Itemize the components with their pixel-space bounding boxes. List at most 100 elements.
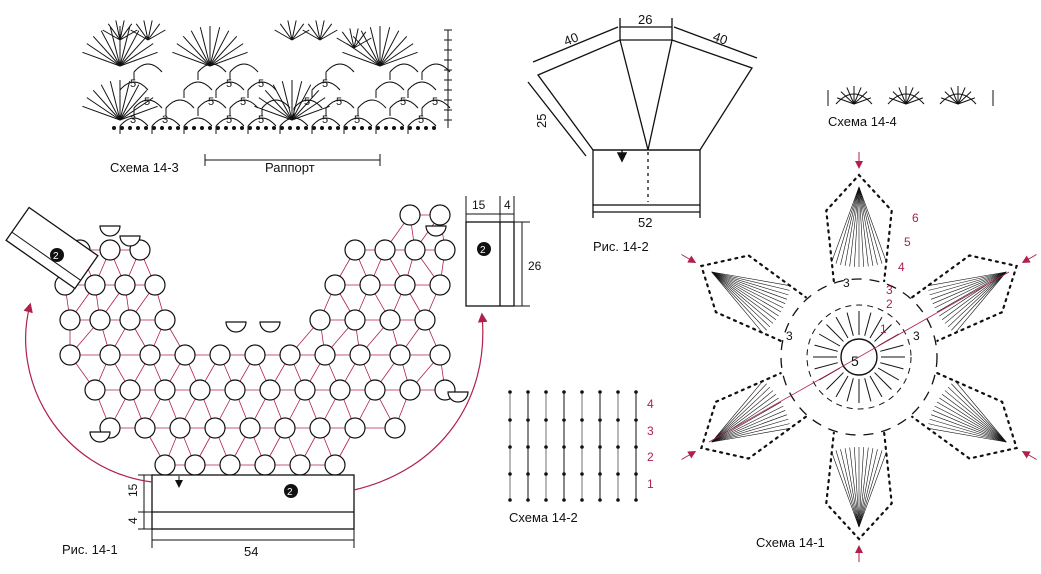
motif-circle [174, 344, 196, 366]
motif-circle [309, 309, 331, 331]
motif-circle [99, 239, 121, 261]
petal-stitch [928, 271, 1007, 291]
shell-fan [905, 87, 914, 105]
fan-stitch [176, 43, 211, 67]
picot-fan [349, 28, 355, 49]
shell-fan [957, 87, 966, 105]
petal-stitch [711, 271, 779, 317]
chain-stitch-dot [184, 126, 188, 130]
petal-stitch [711, 271, 767, 331]
chain-stitch-dot [408, 126, 412, 130]
chain-stitch-dot [136, 126, 140, 130]
petal-stitch [844, 186, 860, 266]
row-number-label: 2 [647, 450, 654, 464]
motif-circle [224, 379, 246, 401]
chain-arc [407, 81, 437, 91]
motif-circle [184, 454, 206, 476]
shell-arc [887, 93, 925, 105]
scheme-14-2-chart [508, 390, 638, 502]
fan-stitch [109, 27, 121, 67]
chain-dot [562, 472, 566, 476]
motif-circle [324, 274, 346, 296]
repeat-label: Раппорт [265, 160, 315, 175]
chain-dot [562, 390, 566, 394]
shell-fan [853, 97, 872, 105]
petal-stitch [954, 271, 1007, 334]
chain-arc [343, 117, 373, 127]
picot-fan [353, 31, 367, 49]
chain-dot [598, 418, 602, 422]
radial-stitch [864, 378, 872, 402]
motif-circle [374, 239, 396, 261]
petal-stitch [858, 447, 869, 528]
dim-label-bottom: 52 [638, 215, 652, 230]
fan-stitch [209, 51, 248, 67]
chain-stitch-dot [328, 126, 332, 130]
petal-stitch [951, 383, 1007, 443]
scheme-14-4-chart [827, 86, 994, 106]
chain-stitch-dot [144, 126, 148, 130]
motif-circle [314, 344, 336, 366]
dim-line-top-right [673, 26, 758, 59]
chain-stitch-dot [160, 126, 164, 130]
chain-dot [562, 445, 566, 449]
petal-stitch [934, 405, 1007, 443]
scheme-14-2-caption: Схема 14-2 [509, 510, 578, 525]
chain-stitch-dot [376, 126, 380, 130]
start-guide-line [708, 271, 1010, 443]
chain-stitch-dot [368, 126, 372, 130]
petal-stitch [954, 380, 1007, 443]
picot-fan [135, 23, 149, 41]
picot-fan [319, 29, 338, 41]
chain-arc [421, 63, 451, 73]
fan-stitch [86, 97, 121, 121]
half-motif [99, 225, 121, 237]
round-label: 3 [913, 329, 920, 343]
petal-stitch [858, 186, 864, 267]
petal-outline [911, 372, 1019, 460]
petal-stitch [858, 186, 878, 265]
petal-stitch [831, 186, 860, 263]
motif-circle [274, 417, 296, 439]
shell-fan [940, 97, 959, 105]
petal-stitch [858, 186, 869, 267]
fan-stitch [379, 43, 414, 67]
left-strap [5, 206, 99, 290]
chain-stitch-dot [360, 126, 364, 130]
fan-stitch [109, 81, 121, 121]
chain-arc [389, 99, 419, 109]
chain-stitch-dot [352, 126, 356, 130]
motif-circle [344, 417, 366, 439]
row-count-label: 3 [162, 114, 168, 126]
fan-stitch [291, 84, 312, 121]
picot-fan [291, 29, 310, 41]
picot-fan [119, 23, 133, 41]
round-number: 5 [904, 235, 911, 249]
picot-fan [307, 23, 321, 41]
joining-arc-left [23, 302, 153, 483]
marker-badge-label: 2 [53, 251, 59, 262]
petal-stitch [844, 448, 860, 528]
fan-stitch [209, 27, 221, 67]
shell-fan [840, 91, 855, 105]
chain-arc [389, 63, 419, 73]
chain-arc [229, 63, 259, 73]
motif-circle [309, 417, 331, 439]
shell-fan [836, 97, 855, 105]
chain-arc [119, 117, 149, 127]
fan-stitch [379, 51, 418, 67]
petal-stitch [711, 405, 784, 443]
shell-fan [853, 87, 862, 105]
chain-dot [598, 498, 602, 502]
chain-arc [183, 117, 213, 127]
chain-arc [375, 117, 405, 127]
round-number: 3 [886, 283, 893, 297]
motif-circle [169, 417, 191, 439]
row-count-label: 5 [304, 96, 310, 108]
motif-circle [289, 454, 311, 476]
petal-stitch [947, 271, 1007, 328]
motif-circle [154, 309, 176, 331]
fan-stitch [92, 35, 121, 67]
chain-stitch-dot [400, 126, 404, 130]
